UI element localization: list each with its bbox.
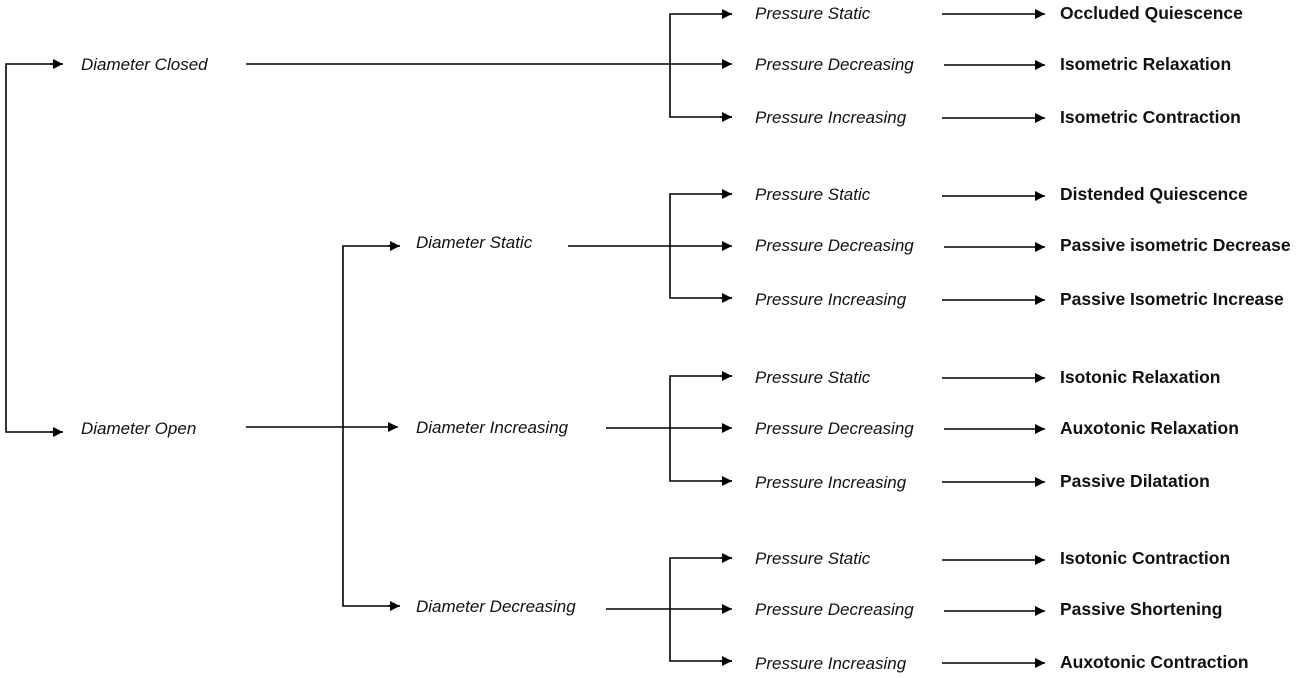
increasing-connectors xyxy=(606,375,732,482)
pressure-static-label: Pressure Static xyxy=(755,4,871,23)
decreasing-pressure-bracket xyxy=(669,557,732,662)
pressure-static-label: Pressure Static xyxy=(755,185,871,204)
closed-pressure-bracket xyxy=(669,13,732,118)
pressure-static-label: Pressure Static xyxy=(755,368,871,387)
pressure-decreasing-label: Pressure Decreasing xyxy=(755,600,914,619)
pressure-increasing-label: Pressure Increasing xyxy=(755,290,907,309)
increasing-pressure-bracket xyxy=(669,375,732,482)
outcome-isotonic-relaxation: Isotonic Relaxation xyxy=(1060,367,1220,387)
outcome-auxotonic-contraction: Auxotonic Contraction xyxy=(1060,652,1249,672)
closed-connectors xyxy=(246,13,732,118)
outcome-isometric-contraction: Isometric Contraction xyxy=(1060,107,1241,127)
outcome-isometric-relaxation: Isometric Relaxation xyxy=(1060,54,1231,74)
outcome-isotonic-contraction: Isotonic Contraction xyxy=(1060,548,1230,568)
outcome-passive-isometric-decrease: Passive isometric Decrease xyxy=(1060,235,1291,255)
root-connectors xyxy=(5,59,63,437)
outcome-passive-isometric-increase: Passive Isometric Increase xyxy=(1060,289,1284,309)
node-diameter-decreasing: Diameter Decreasing xyxy=(416,597,576,616)
pressure-decreasing-label: Pressure Decreasing xyxy=(755,419,914,438)
node-diameter-increasing: Diameter Increasing xyxy=(416,418,569,437)
pressure-decreasing-label: Pressure Decreasing xyxy=(755,236,914,255)
outcome-passive-dilatation: Passive Dilatation xyxy=(1060,471,1210,491)
pressure-decreasing-label: Pressure Decreasing xyxy=(755,55,914,74)
outcome-auxotonic-relaxation: Auxotonic Relaxation xyxy=(1060,418,1239,438)
open-sub-bracket xyxy=(342,245,398,607)
static-pressure-bracket xyxy=(669,193,732,299)
outcome-distended-quiescence: Distended Quiescence xyxy=(1060,184,1248,204)
group-diameter-increasing: Pressure Static Pressure Decreasing Pres… xyxy=(720,367,1239,492)
group-diameter-static: Pressure Static Pressure Decreasing Pres… xyxy=(720,184,1291,309)
outcome-occluded-quiescence: Occluded Quiescence xyxy=(1060,3,1243,23)
open-connectors xyxy=(246,241,400,611)
pressure-increasing-label: Pressure Increasing xyxy=(755,654,907,673)
root-bracket xyxy=(5,63,57,433)
outcome-passive-shortening: Passive Shortening xyxy=(1060,599,1222,619)
pressure-increasing-label: Pressure Increasing xyxy=(755,473,907,492)
decreasing-connectors xyxy=(606,557,732,662)
node-diameter-open: Diameter Open xyxy=(81,419,196,438)
group-diameter-decreasing: Pressure Static Pressure Decreasing Pres… xyxy=(720,548,1249,673)
pressure-increasing-label: Pressure Increasing xyxy=(755,108,907,127)
static-connectors xyxy=(568,193,732,299)
node-diameter-static: Diameter Static xyxy=(416,233,533,252)
node-diameter-closed: Diameter Closed xyxy=(81,55,208,74)
group-closed: Pressure Static Pressure Decreasing Pres… xyxy=(720,3,1243,127)
pressure-static-label: Pressure Static xyxy=(755,549,871,568)
